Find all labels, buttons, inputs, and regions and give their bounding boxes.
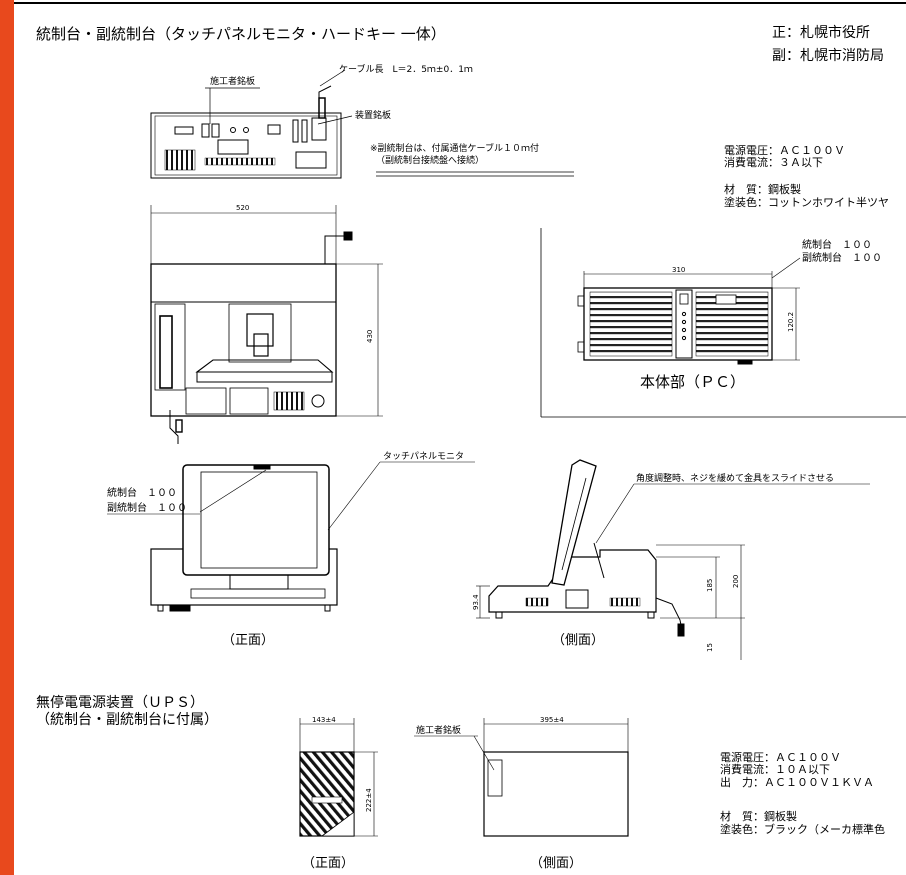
console-top-view [150,205,383,444]
console-paint: 塗装色：コットンホワイト半ツヤ [724,195,889,209]
side-caption: （側面） [552,633,604,648]
rear-note-line1: ※副統制台は、付属通信ケーブル１０ｍ付 [370,142,539,154]
device-plate-label: 装置銘板 [355,109,391,121]
ups-front-caption: （正面） [302,856,354,871]
side-dim-185: 185 [706,579,714,592]
ups-title-line1: 無停電電源装置（ＵＰＳ） [36,694,204,711]
ups-title-line2: （統制台・副統制台に付属） [36,712,218,728]
ups-front-height-dim: 222±4 [365,788,373,812]
ups-paint: 塗装色：ブラック（メーカ標準色 [720,822,885,836]
page-title: 統制台・副統制台（タッチパネルモニタ・ハードキー 一体） [36,25,446,43]
accent-bar [0,0,14,875]
side-dim-base: 93.4 [472,594,480,610]
pc-width-dim: 310 [672,266,685,274]
pc-qty-main: 統制台 １００ [802,238,872,251]
console-material: 材 質：鋼板製 [724,182,801,196]
front-qty-sub: 副統制台 １００ [107,501,187,514]
pc-unit-label: 本体部（ＰＣ） [640,373,745,391]
touch-monitor-label: タッチパネルモニタ [383,451,464,462]
front-qty-main: 統制台 １００ [107,486,177,499]
owner-main: 正：札幌市役所 [772,24,870,41]
ups-side-view [483,718,629,837]
cable-length-label: ケーブル長 L＝2．5ｍ±0．1ｍ [339,63,473,75]
rear-note-line2: （副統制台接続盤へ接続） [376,154,484,166]
ups-front-width-dim: 143±4 [312,716,336,724]
ups-front-view [299,718,378,837]
angle-adjust-note: 角度調整時、ネジを緩めて金具をスライドさせる [636,472,834,484]
side-dim-200: 200 [732,575,740,588]
builder-plate-label: 施工者銘板 [210,75,255,87]
top-depth-dim: 430 [366,330,374,343]
pc-height-dim: 120.2 [787,312,795,332]
ups-material: 材 質：鋼板製 [720,809,797,823]
side-dim-15: 15 [706,643,714,652]
top-width-dim: 520 [236,204,249,212]
console-current: 消費電流：３Ａ以下 [724,155,823,169]
ups-side-caption: （側面） [530,856,582,871]
ups-builder-plate-label: 施工者銘板 [416,724,461,736]
console-front-view [150,464,338,612]
owner-sub: 副：札幌市消防局 [772,47,884,64]
front-caption: （正面） [222,633,274,648]
ups-output: 出 力：ＡＣ１００Ｖ１ＫＶＡ [720,775,874,789]
pc-unit-drawing [577,271,800,365]
ups-current: 消費電流：１０Ａ以下 [720,762,830,776]
ups-voltage: 電源電圧：ＡＣ１００Ｖ [720,750,841,764]
pc-qty-sub: 副統制台 １００ [802,251,882,264]
ups-side-width-dim: 395±4 [540,716,564,724]
console-side-view [476,459,745,660]
console-rear-view [150,85,342,179]
console-voltage: 電源電圧：ＡＣ１００Ｖ [724,143,845,157]
